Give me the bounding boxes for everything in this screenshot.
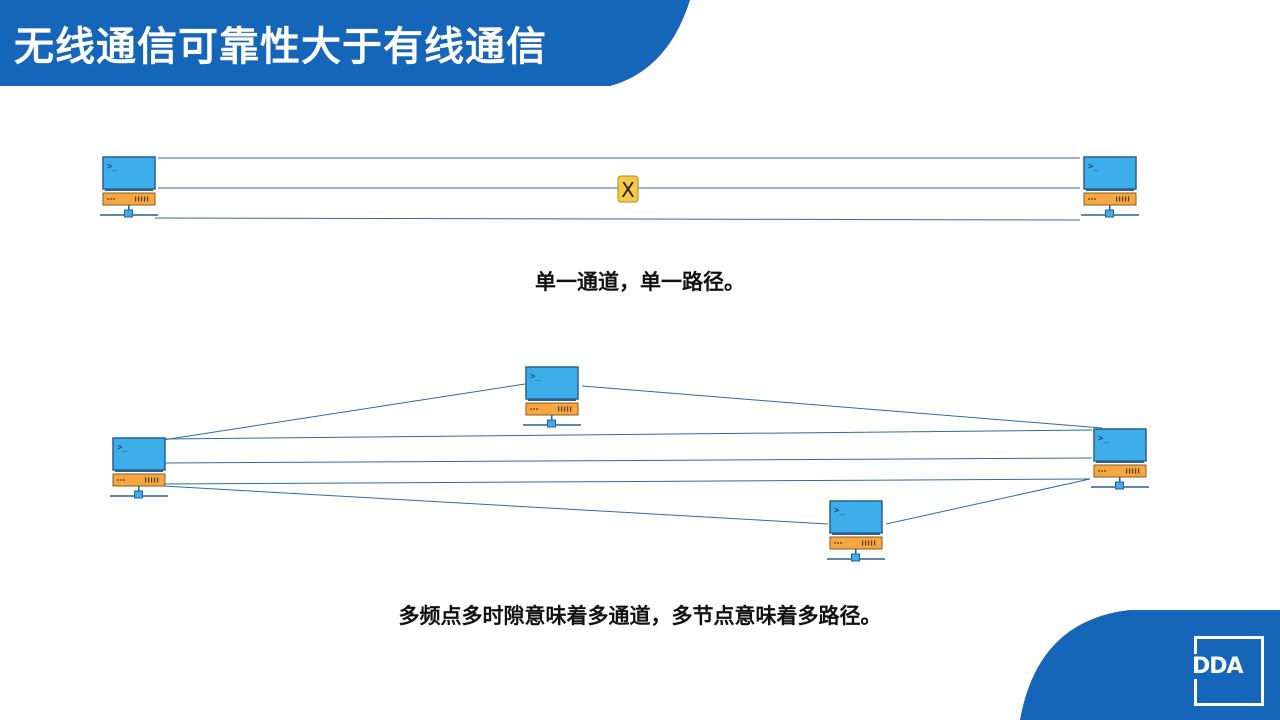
slide-title: 无线通信可靠性大于有线通信	[14, 24, 547, 70]
blocked-marker: X	[617, 175, 639, 203]
caption-multi-path: 多频点多时隙意味着多通道，多节点意味着多路径。	[398, 604, 882, 628]
link	[162, 485, 829, 525]
computer-icon	[109, 437, 169, 499]
link	[162, 429, 1093, 440]
title-banner	[0, 0, 690, 86]
computer-icon	[826, 500, 886, 562]
caption-single-path: 单一通道，单一路径。	[535, 270, 745, 294]
wire-bottom	[154, 217, 1081, 221]
computer-icon	[522, 366, 582, 428]
computer-icon	[1090, 428, 1150, 490]
link	[162, 478, 1091, 485]
link	[581, 385, 1103, 429]
logo: DDA	[1192, 654, 1244, 679]
svg-text:X: X	[621, 178, 635, 202]
link	[162, 383, 526, 441]
computer-icon	[1080, 156, 1140, 218]
link	[162, 457, 1093, 464]
link	[885, 478, 1091, 525]
computer-icon	[99, 156, 159, 218]
